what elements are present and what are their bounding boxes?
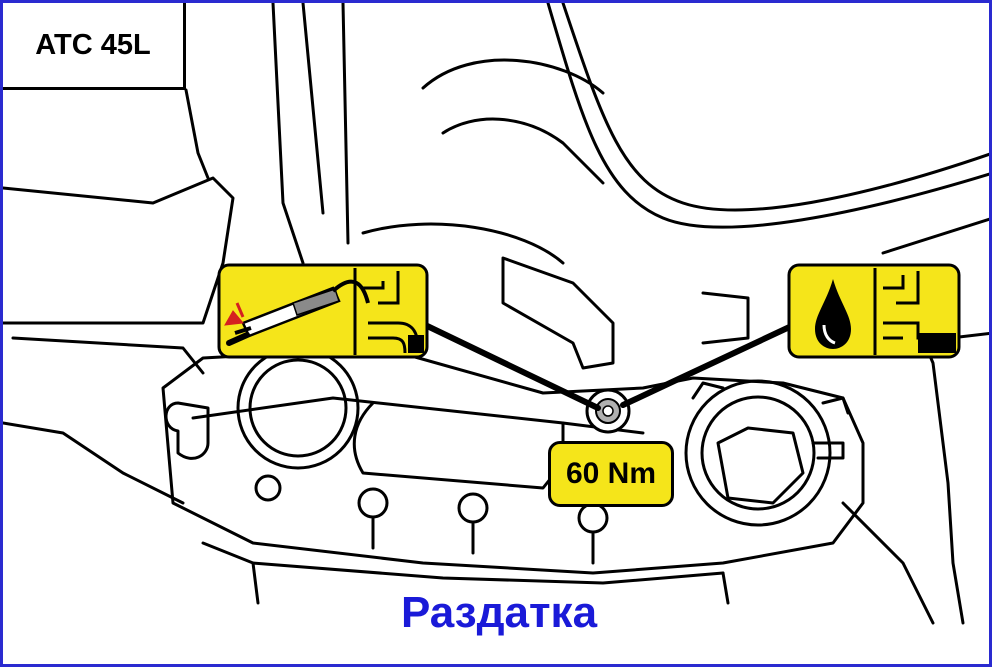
upper-housing-outline (3, 176, 235, 325)
case-lower-edge (251, 561, 260, 605)
flange-tab (821, 396, 850, 415)
flange-tab (811, 441, 845, 460)
side-frame (841, 501, 935, 625)
housing-edge (11, 336, 205, 375)
frame-rail (301, 3, 325, 215)
housing-edge (3, 421, 185, 505)
callout-leaders (418, 320, 801, 411)
drain-plug-outflow-icon (363, 271, 424, 354)
tunnel-shape (361, 222, 565, 265)
transfer-case-drawing (3, 3, 989, 625)
tunnel-shape (441, 117, 605, 185)
frame-rail (271, 3, 305, 265)
torque-spec-label: 60 Nm (548, 441, 674, 507)
output-flange-hub (716, 426, 805, 505)
oil-syringe-icon (224, 279, 370, 346)
tunnel-curve (561, 3, 989, 212)
case-ridge (191, 396, 645, 435)
case-lower-edge (201, 541, 725, 585)
flange-tab (691, 381, 725, 400)
output-flange-left-inner (248, 358, 348, 458)
oil-syringe-panel (217, 263, 429, 359)
tunnel-curve (546, 3, 989, 229)
case-ridge (352, 401, 565, 490)
side-frame (881, 217, 989, 255)
oil-drop-icon (815, 279, 851, 349)
fill-plug (585, 388, 631, 434)
output-flange-right-inner (700, 395, 816, 511)
breather-knob (164, 401, 210, 460)
oil-level-panel (787, 263, 961, 359)
tunnel-shape (421, 58, 605, 95)
bolt-head (457, 492, 489, 524)
output-flange-right (684, 379, 832, 527)
caption: Раздатка (400, 588, 598, 637)
model-label: ATC 45L (3, 3, 186, 90)
housing-edge (184, 88, 210, 180)
fill-level-icon (883, 271, 956, 353)
bracket (701, 291, 750, 345)
frame-rail (341, 3, 350, 245)
transfer-case-body (161, 346, 865, 575)
bolt-head (577, 502, 609, 534)
case-lower-edge (721, 571, 730, 605)
bracket (501, 256, 615, 370)
bolt-head (254, 474, 282, 502)
bolt-head (357, 487, 389, 519)
